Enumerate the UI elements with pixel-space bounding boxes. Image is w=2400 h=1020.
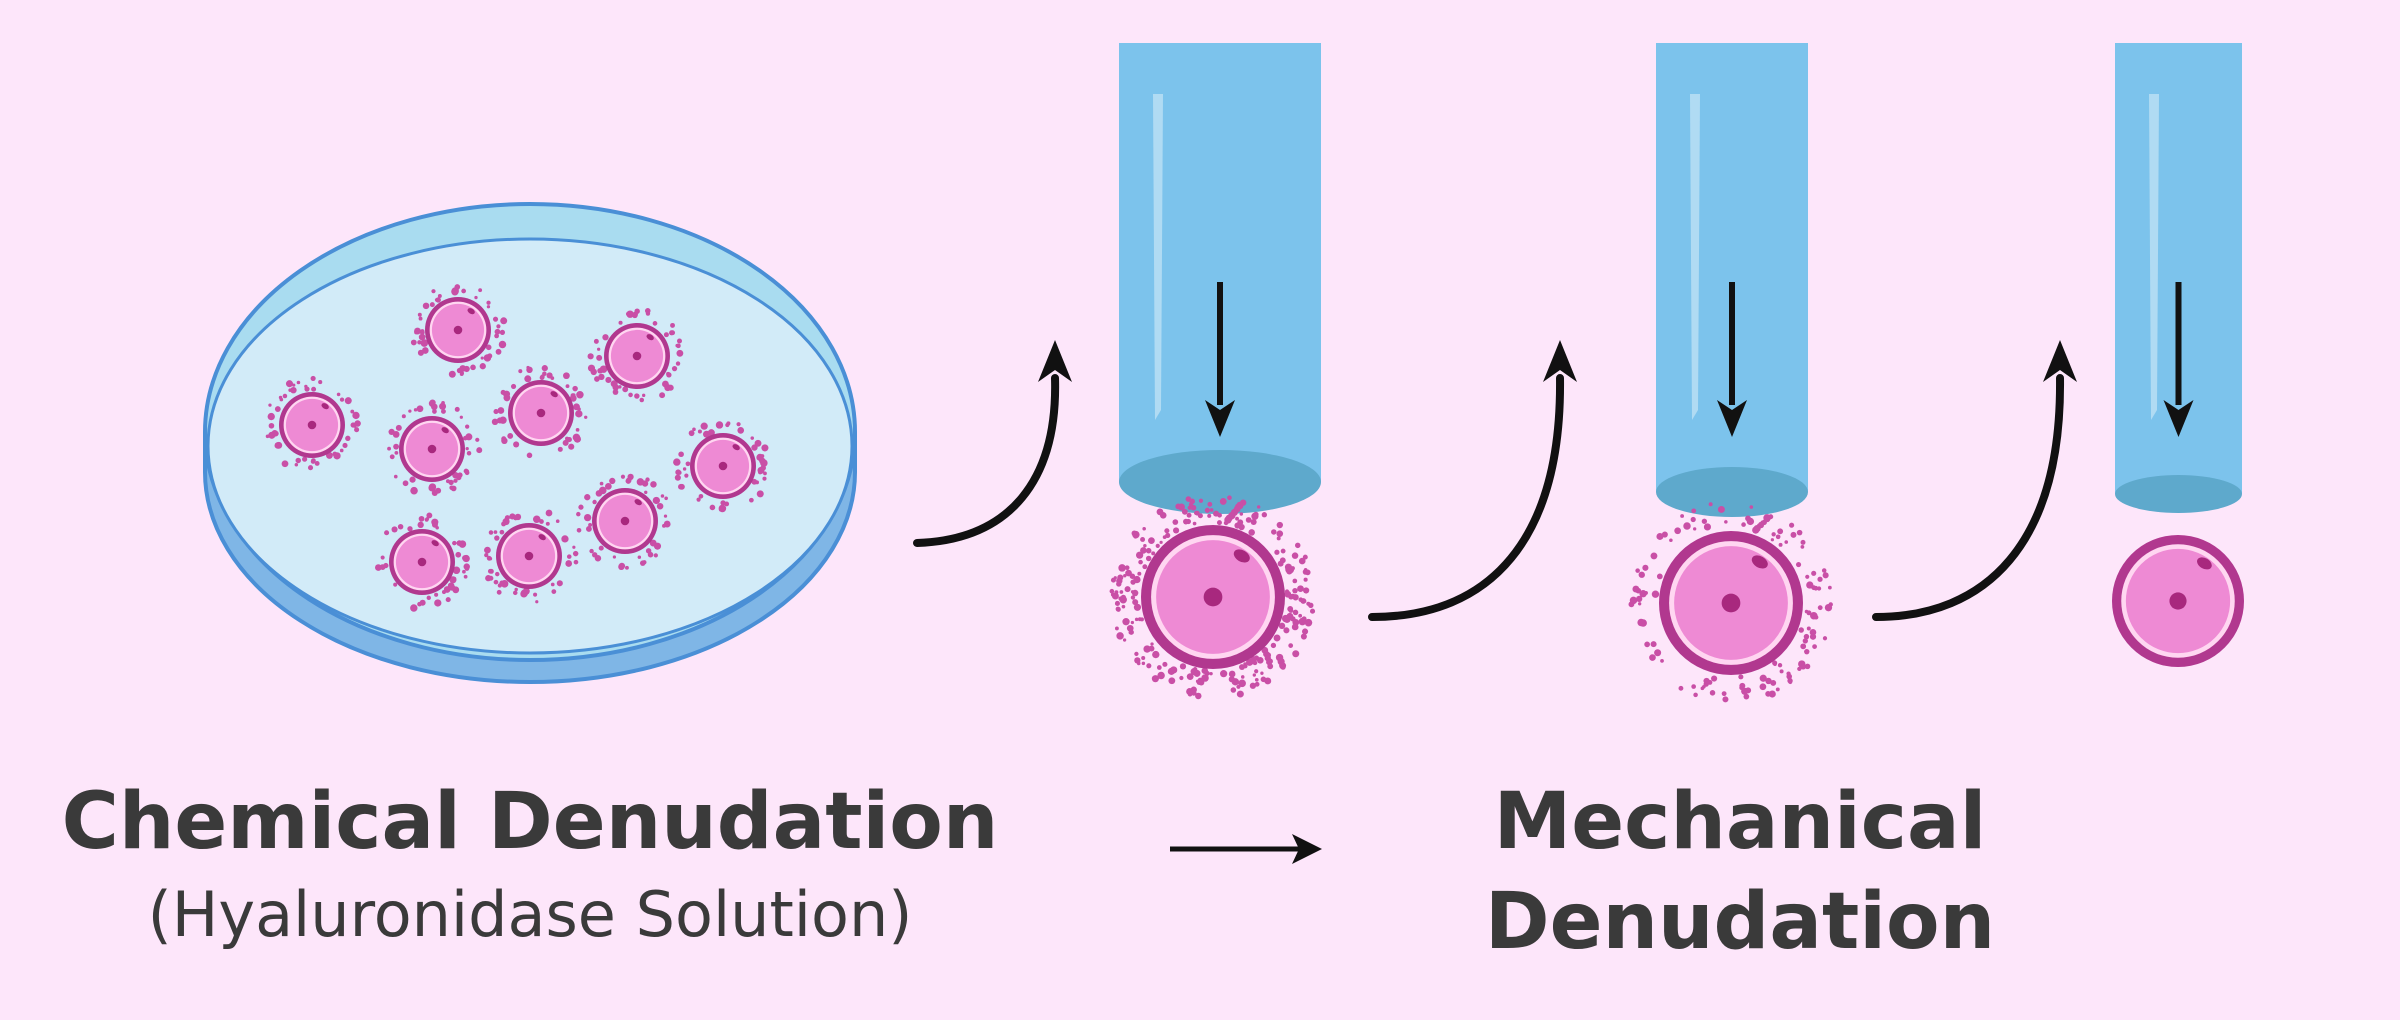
dish-oocyte-icon [484,509,579,604]
curved-arrow-icon [913,340,1072,547]
mechanical-title-line2: Denudation [1484,877,1996,967]
pipettes [1119,43,2242,517]
down-arrow-head [2163,400,2194,437]
petri-dish-icon [203,202,857,684]
oocyte-cumulus-icon [1109,495,1316,700]
dish-oocyte-icon [387,399,483,496]
pipette-oocytes [1109,495,2244,703]
dish-oocyte-icon [265,375,361,471]
dish-oocyte-icon [576,473,671,571]
denudation-pipette-icon [1656,43,1808,517]
dish-oocyte-icon [410,284,508,378]
mechanical-denudation-caption: Mechanical Denudation [1410,772,2070,972]
flow-arrows [913,340,2077,621]
oocyte-partial-icon [1628,502,1833,703]
chemical-subtitle: (Hyaluronidase Solution) [147,878,913,951]
down-arrow-head [1205,400,1235,437]
dish-oocyte-icon [673,421,769,513]
dish-oocyte-icon [374,512,470,612]
chemical-title: Chemical Denudation [61,777,999,867]
chemical-denudation-caption: Chemical Denudation (Hyaluronidase Solut… [60,772,1000,958]
dish-oocyte-icon [587,308,684,403]
dish-oocytes [265,284,769,612]
curved-arrow-icon [1368,340,1577,621]
curved-arrow-icon [1872,340,2077,621]
denudation-pipette-icon [2115,43,2242,513]
oocyte-denuded-icon [2112,535,2244,667]
mechanical-title-line1: Mechanical [1493,777,1987,867]
dish-oocyte-icon [491,365,588,459]
denudation-pipette-icon [1119,43,1321,514]
down-arrow-head [1717,400,1747,437]
right-arrow-head [1292,834,1322,864]
